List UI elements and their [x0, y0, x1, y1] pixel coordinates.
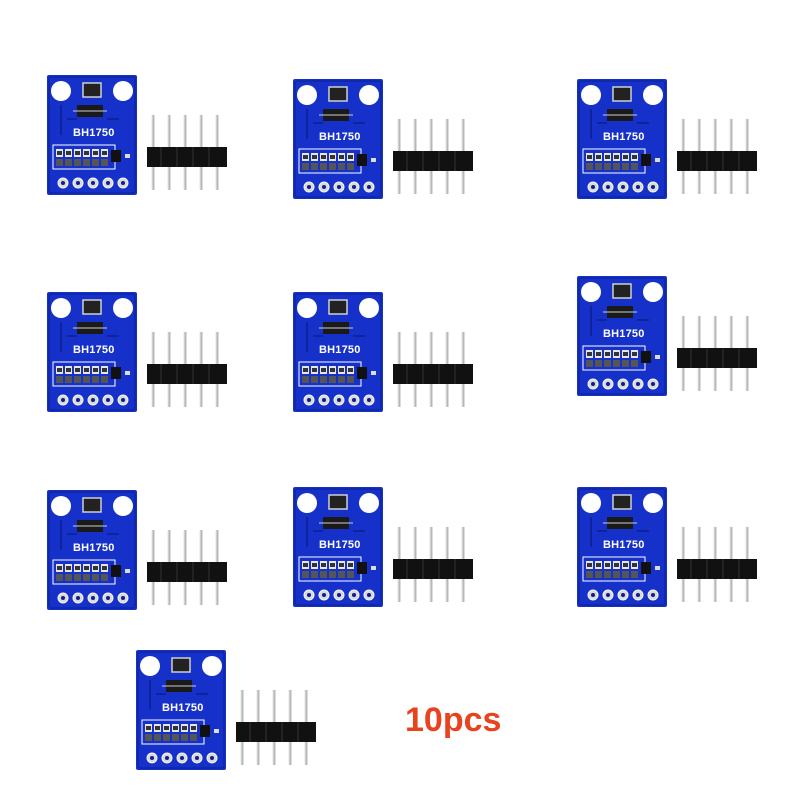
sensor-module: BH1750 — [293, 487, 478, 612]
pin-header — [677, 119, 757, 194]
light-sensor-chip — [612, 283, 632, 299]
light-sensor-chip — [328, 299, 348, 315]
pin-header — [147, 530, 227, 605]
sensor-board — [577, 276, 667, 396]
sensor-board — [47, 490, 137, 610]
light-sensor-chip — [82, 299, 102, 315]
board-label: BH1750 — [319, 344, 361, 356]
sensor-board — [577, 79, 667, 199]
sensor-board — [293, 79, 383, 199]
board-label: BH1750 — [319, 539, 361, 551]
sensor-module: BH1750 — [293, 79, 478, 204]
light-sensor-chip — [82, 497, 102, 513]
sensor-module: BH1750 — [577, 487, 762, 612]
sensor-board — [293, 292, 383, 412]
light-sensor-chip — [328, 86, 348, 102]
board-label: BH1750 — [162, 702, 204, 714]
light-sensor-chip — [612, 86, 632, 102]
pin-header — [393, 332, 473, 407]
sensor-module: BH1750 — [47, 292, 232, 417]
light-sensor-chip — [171, 657, 191, 673]
light-sensor-chip — [612, 494, 632, 510]
sensor-module: BH1750 — [577, 79, 762, 204]
light-sensor-chip — [328, 494, 348, 510]
sensor-board — [577, 487, 667, 607]
pin-header — [147, 332, 227, 407]
sensor-board — [293, 487, 383, 607]
board-label: BH1750 — [73, 127, 115, 139]
sensor-module: BH1750 — [136, 650, 321, 775]
sensor-module: BH1750 — [577, 276, 762, 401]
pin-header — [147, 115, 227, 190]
pin-header — [393, 119, 473, 194]
board-label: BH1750 — [603, 539, 645, 551]
board-label: BH1750 — [319, 131, 361, 143]
pin-header — [677, 316, 757, 391]
quantity-label: 10pcs — [405, 701, 502, 739]
pin-header — [236, 690, 316, 765]
board-label: BH1750 — [603, 328, 645, 340]
pin-header — [677, 527, 757, 602]
board-label: BH1750 — [603, 131, 645, 143]
board-label: BH1750 — [73, 542, 115, 554]
sensor-board — [47, 292, 137, 412]
sensor-module: BH1750 — [293, 292, 478, 417]
sensor-module: BH1750 — [47, 490, 232, 615]
pin-header — [393, 527, 473, 602]
sensor-board — [136, 650, 226, 770]
sensor-module: BH1750 — [47, 75, 232, 200]
board-label: BH1750 — [73, 344, 115, 356]
sensor-board — [47, 75, 137, 195]
light-sensor-chip — [82, 82, 102, 98]
